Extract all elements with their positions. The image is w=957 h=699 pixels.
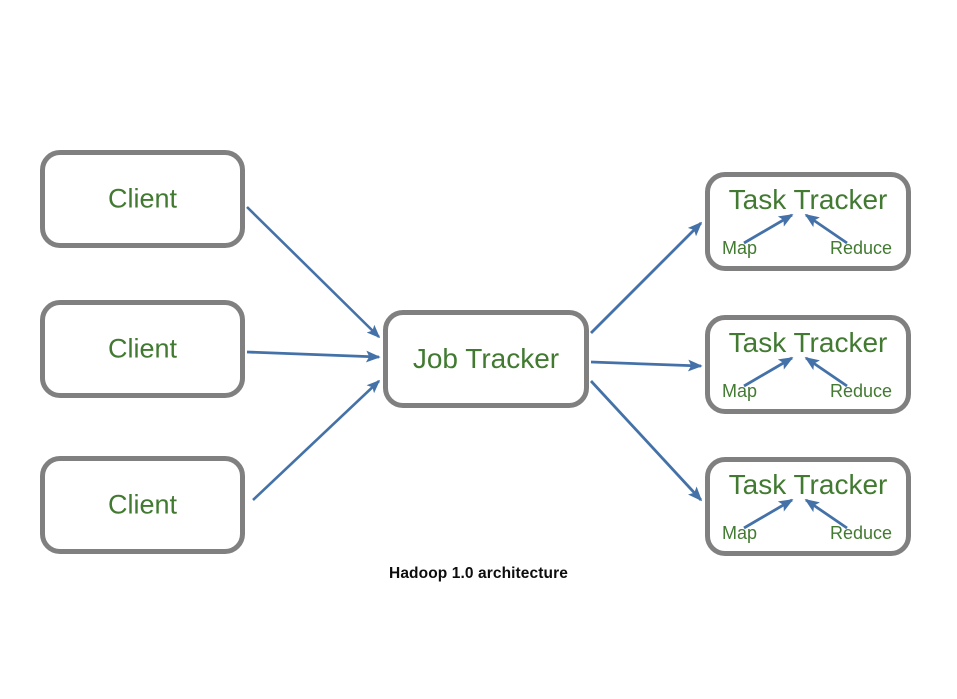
client-node-2-label: Client [107, 333, 178, 364]
task-tracker-3-map-label: Map [722, 523, 758, 543]
task-tracker-1-reduce-label: Reduce [829, 238, 892, 258]
task-tracker-2-reduce-label: Reduce [829, 381, 892, 401]
edge-client3-to-jobtracker [252, 379, 381, 501]
edge-client2-to-jobtracker [246, 350, 381, 363]
edge-jobtracker-to-tasktracker3 [589, 380, 703, 502]
edge-client1-to-jobtracker [246, 206, 381, 339]
client-node-2[interactable]: Client [40, 300, 245, 398]
task-tracker-node-1[interactable]: Task Tracker Map Reduce [705, 172, 911, 271]
job-tracker-node[interactable]: Job Tracker [383, 310, 589, 408]
task-tracker-3-title: Task Tracker [728, 469, 888, 500]
edge-jobtracker-to-tasktracker2 [590, 359, 703, 372]
client-node-1-label: Client [107, 183, 178, 214]
task-tracker-2-title: Task Tracker [728, 327, 888, 358]
task-tracker-3-reduce-label: Reduce [829, 523, 892, 543]
task-tracker-1-map-label: Map [722, 238, 758, 258]
job-tracker-label: Job Tracker [412, 343, 560, 374]
task-tracker-node-2[interactable]: Task Tracker Map Reduce [705, 315, 911, 414]
client-node-3-label: Client [107, 489, 178, 520]
diagram-caption: Hadoop 1.0 architecture [389, 565, 568, 582]
task-tracker-1-title: Task Tracker [728, 184, 888, 215]
client-node-1[interactable]: Client [40, 150, 245, 248]
task-tracker-2-map-label: Map [722, 381, 758, 401]
edge-jobtracker-to-tasktracker1 [590, 221, 703, 334]
task-tracker-node-3[interactable]: Task Tracker Map Reduce [705, 457, 911, 556]
client-node-3[interactable]: Client [40, 456, 245, 554]
